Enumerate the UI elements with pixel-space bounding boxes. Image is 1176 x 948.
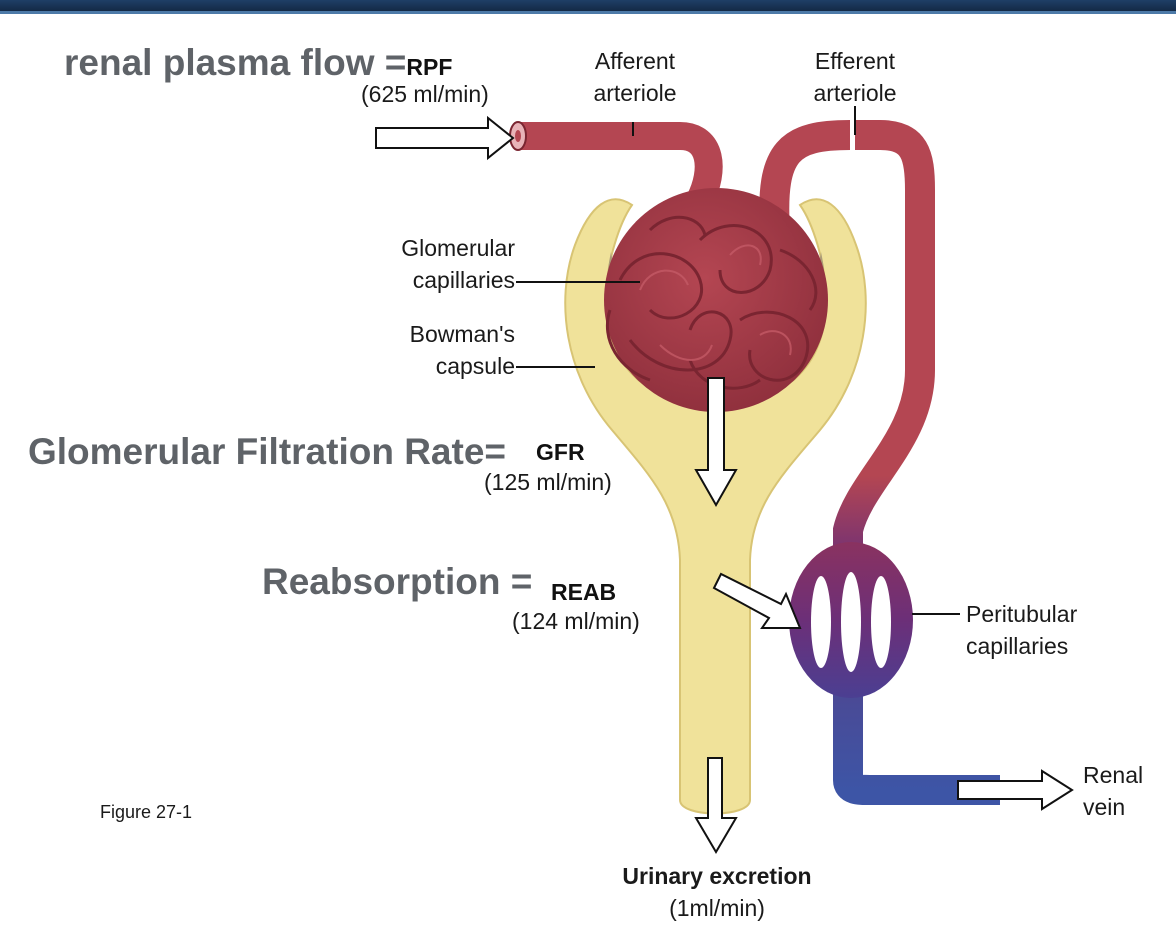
reab-title: Reabsorption = <box>262 562 532 602</box>
peritubular-line2: capillaries <box>966 633 1069 659</box>
header-bar <box>0 0 1176 14</box>
gfr-abbr: GFR <box>536 439 585 465</box>
rpf-title: renal plasma flow =RPF <box>64 43 452 87</box>
glomerular-line2: capillaries <box>412 267 515 293</box>
efferent-line1: Efferent <box>814 48 896 74</box>
bowman-line2: capsule <box>435 353 515 379</box>
urinary-value: (1ml/min) <box>669 895 765 921</box>
renal-vein-line1: Renal <box>1083 762 1144 788</box>
efferent-label: Efferent arteriole <box>780 45 930 109</box>
reab-label: Reabsorption = <box>262 561 533 602</box>
peritubular-capillary-bulb <box>789 542 913 698</box>
renal-vein-label: Renal vein <box>1083 759 1143 823</box>
renal-vein-arrow <box>957 769 1074 811</box>
rpf-abbr: RPF <box>406 54 453 80</box>
glomerular-tuft <box>604 188 828 412</box>
figure-label: Figure 27-1 <box>100 802 193 822</box>
efferent-arteriole <box>833 120 1000 805</box>
efferent-line2: arteriole <box>813 80 897 106</box>
afferent-label: Afferent arteriole <box>570 45 700 109</box>
rpf-label: renal plasma flow = <box>64 42 407 83</box>
renal-vein-line2: vein <box>1083 794 1126 820</box>
peritubular-label: Peritubular capillaries <box>966 598 1077 662</box>
bowman-line1: Bowman's <box>409 321 515 347</box>
gfr-value: (125 ml/min) <box>484 469 612 495</box>
excretion-arrow <box>694 757 738 854</box>
glomerular-line1: Glomerular <box>401 235 515 261</box>
reab-arrow <box>712 572 802 629</box>
rpf-arrow <box>375 115 515 161</box>
peritubular-line1: Peritubular <box>966 601 1078 627</box>
reab-value: (124 ml/min) <box>512 608 640 634</box>
afferent-line1: Afferent <box>594 48 676 74</box>
gfr-arrow <box>694 377 738 508</box>
urinary-excretion-label: Urinary excretion (1ml/min) <box>560 860 874 924</box>
gfr-title: Glomerular Filtration Rate= <box>28 432 506 472</box>
bowman-label: Bowman's capsule <box>365 318 515 382</box>
urinary-label: Urinary excretion <box>622 863 812 889</box>
glomerular-label: Glomerular capillaries <box>365 232 515 296</box>
afferent-line2: arteriole <box>593 80 677 106</box>
rpf-value: (625 ml/min) <box>361 81 489 107</box>
reab-abbr: REAB <box>551 579 617 605</box>
gfr-label: Glomerular Filtration Rate= <box>28 431 507 472</box>
